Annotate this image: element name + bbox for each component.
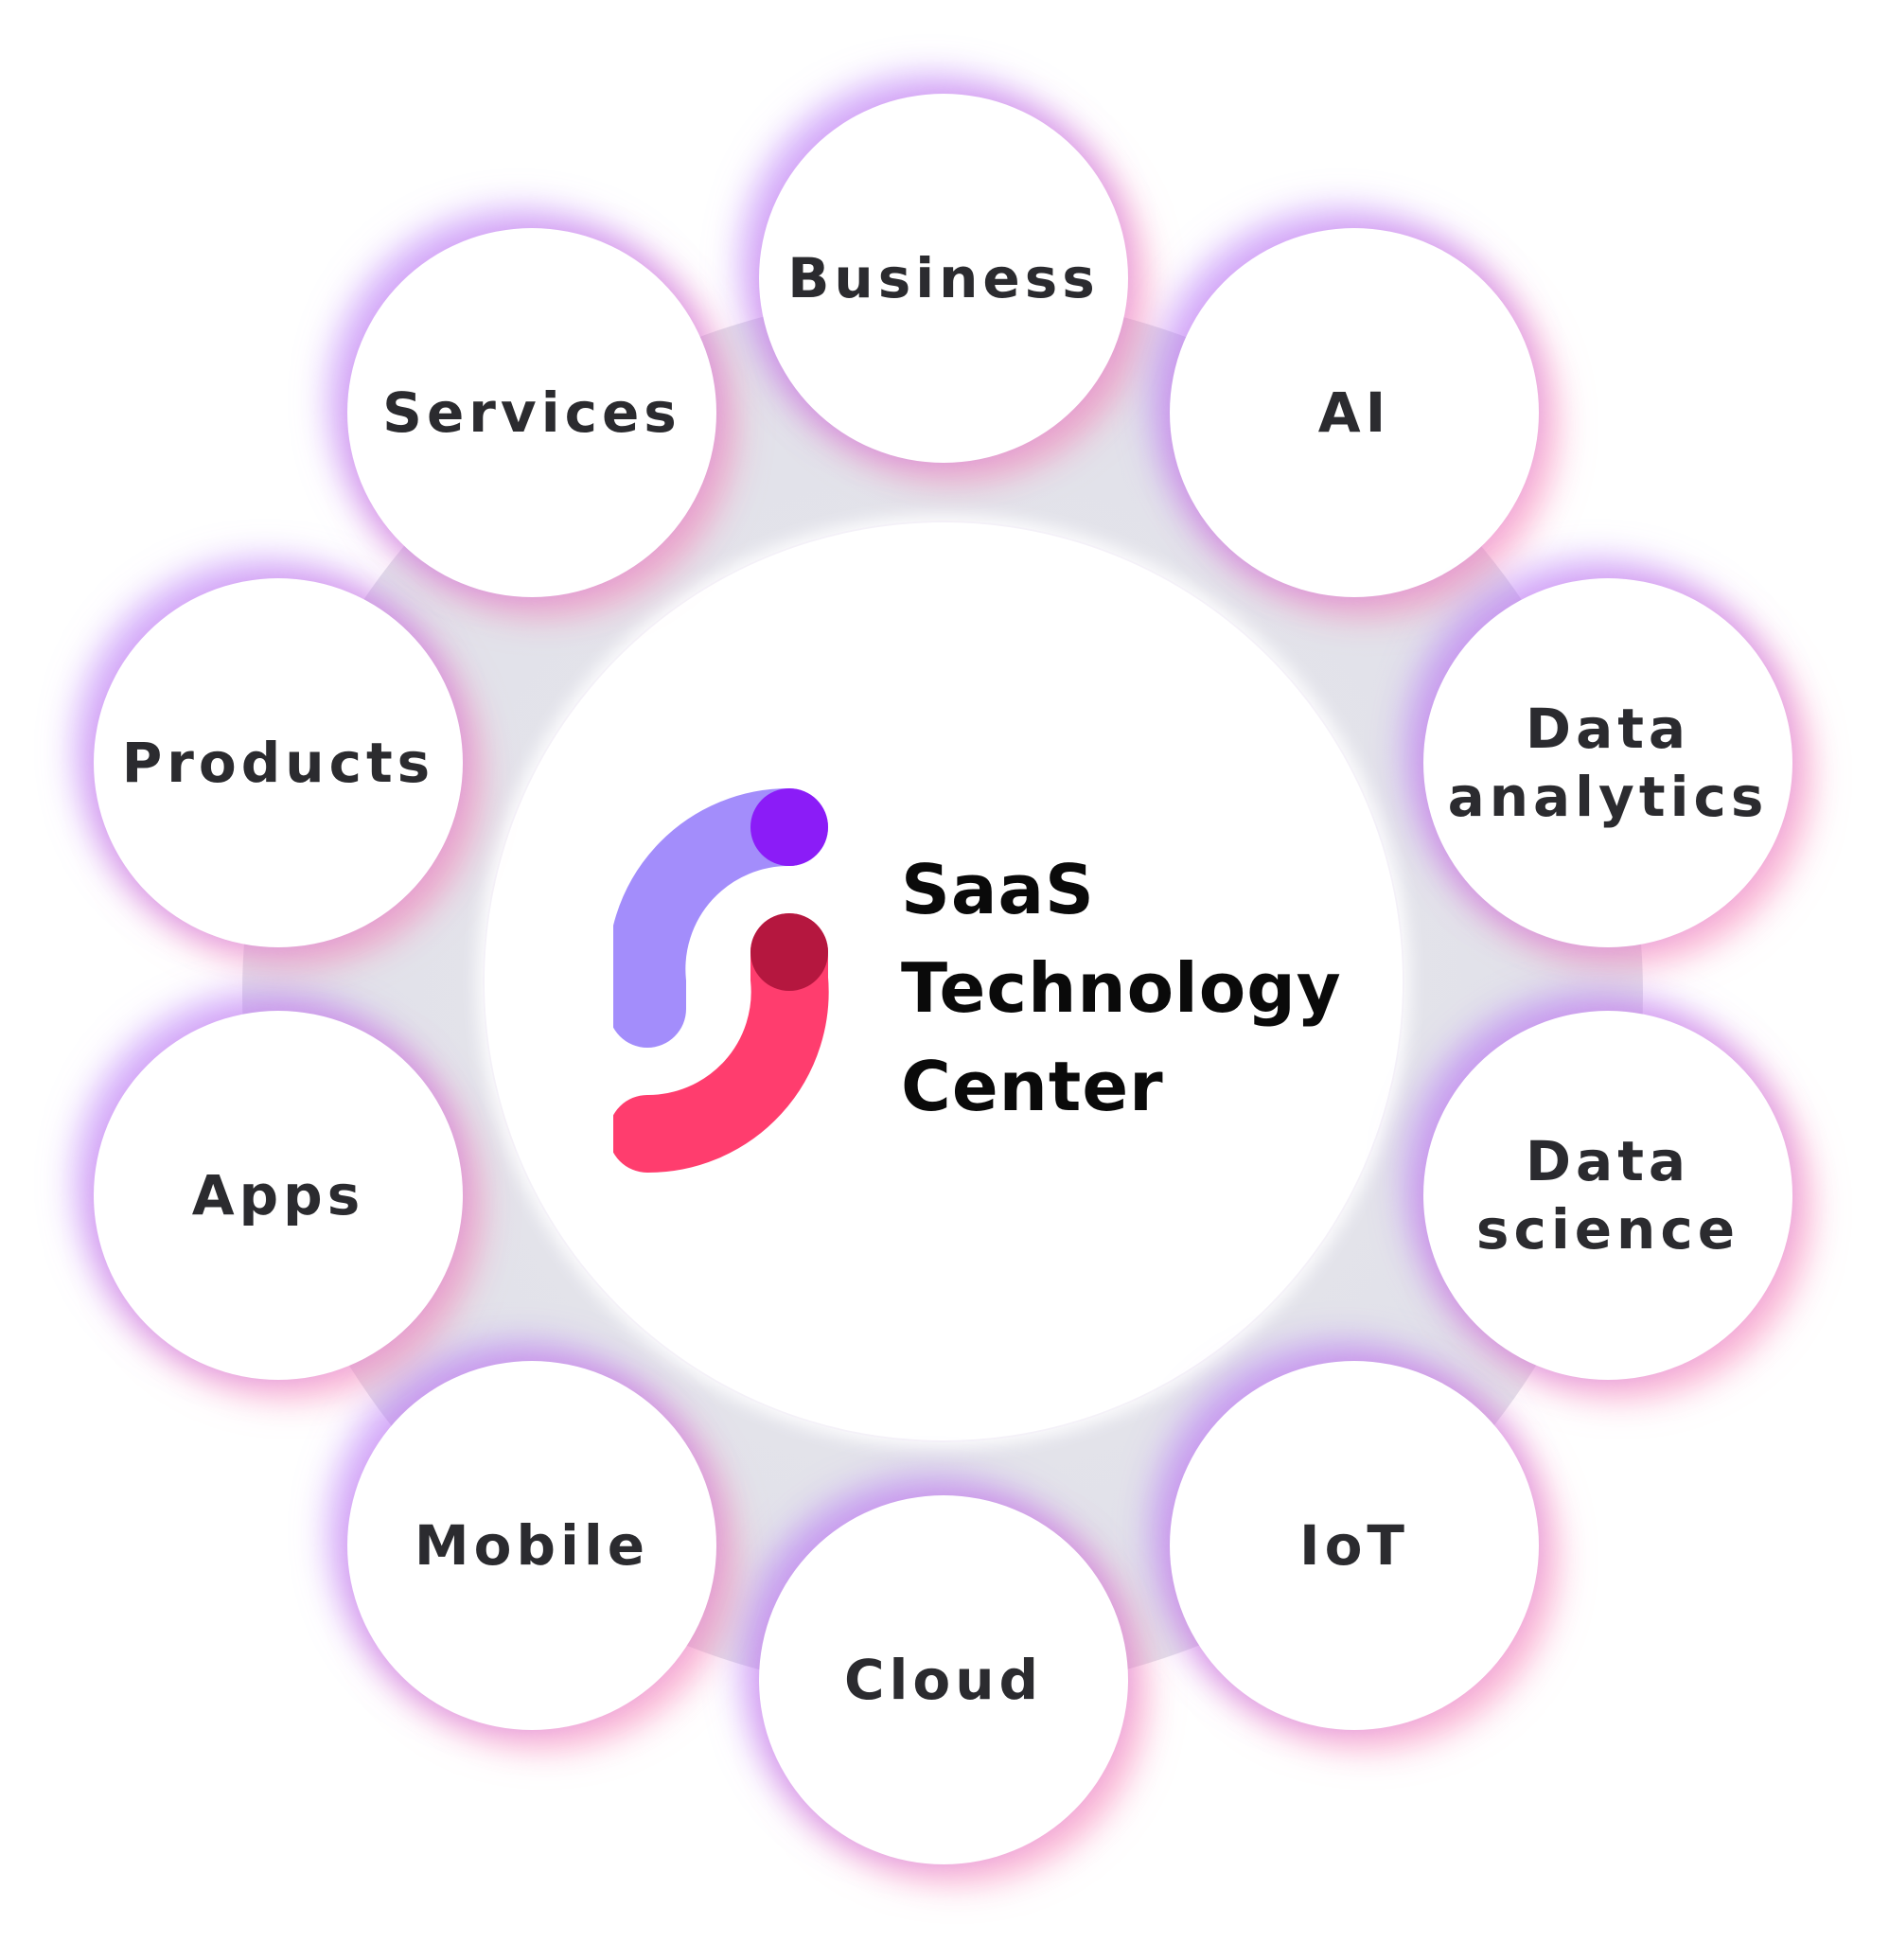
node-products: Products [94,578,463,947]
node-label: Products [121,731,435,795]
node-label: Business [787,246,1100,310]
node-mobile: Mobile [347,1361,716,1730]
node-label: Services [382,380,681,445]
node-apps: Apps [94,1011,463,1380]
node-label: Cloud [843,1648,1044,1712]
node-services: Services [347,228,716,597]
logo-lower-dot [750,913,828,991]
node-label: Apps [191,1163,365,1227]
node-label: Mobile [414,1513,650,1578]
center-title-line: Technology [901,948,1342,1028]
node-iot: IoT [1170,1361,1539,1730]
node-ai: AI [1170,228,1539,597]
node-data-science: Data science [1423,1011,1792,1380]
node-label: Data science [1475,1129,1740,1262]
node-business: Business [759,94,1128,463]
logo-lower-arc [613,913,829,1174]
saas-logo-icon [613,787,829,1174]
node-label: AI [1317,380,1391,445]
node-label: IoT [1299,1513,1409,1578]
node-label: Data analytics [1447,697,1769,829]
center-title: SaaS Technology Center [901,840,1342,1136]
node-cloud: Cloud [759,1495,1128,1864]
node-data-analytics: Data analytics [1423,578,1792,947]
center-title-line: Center [901,1047,1164,1126]
center-title-line: SaaS [901,850,1095,929]
logo-upper-dot [750,788,828,866]
